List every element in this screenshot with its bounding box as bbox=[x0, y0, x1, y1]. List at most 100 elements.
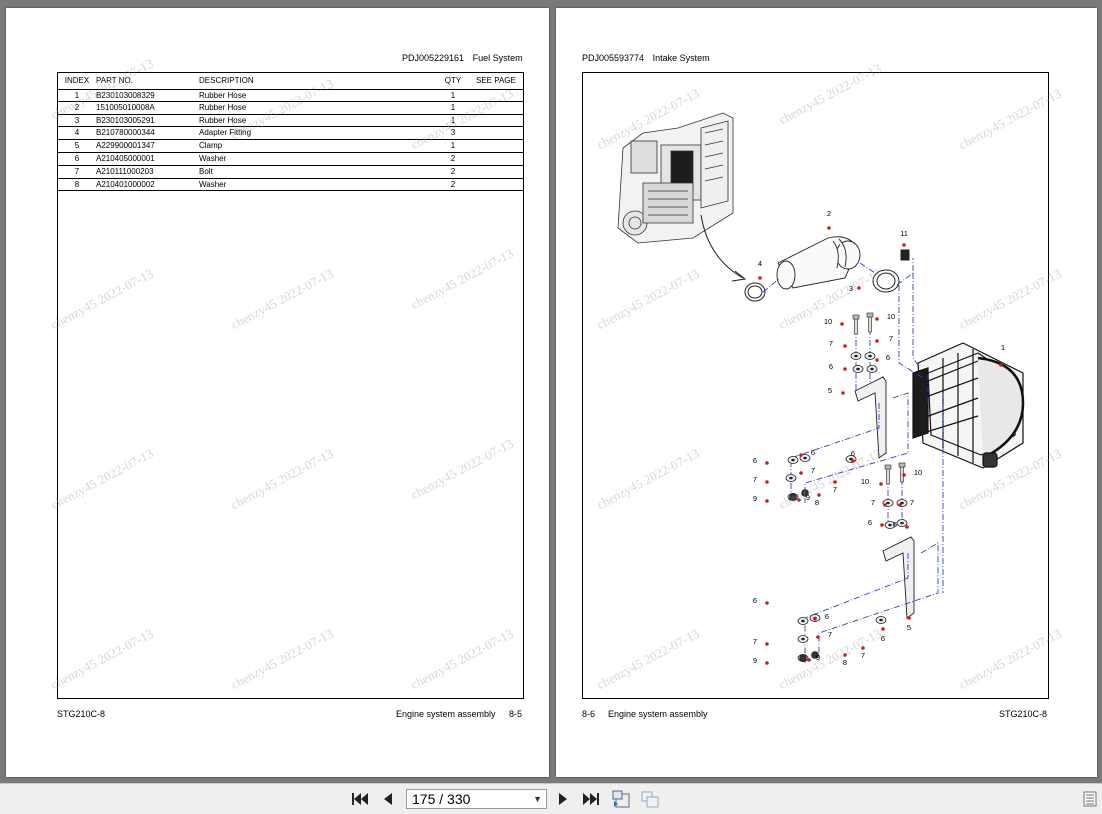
last-page-icon[interactable] bbox=[581, 789, 601, 809]
callout-dot bbox=[875, 358, 879, 362]
callout-dot bbox=[861, 646, 865, 650]
page-number-select[interactable]: 175 / 330 ▼ bbox=[406, 789, 547, 809]
callout-dot bbox=[851, 459, 855, 463]
callout-number: 7 bbox=[889, 334, 893, 343]
cell-index: 4 bbox=[74, 128, 80, 138]
callout-number: 8 bbox=[815, 498, 819, 507]
chevron-down-icon: ▼ bbox=[533, 794, 542, 804]
washer-part bbox=[866, 365, 878, 373]
callout-dot bbox=[813, 617, 817, 621]
callout-dot bbox=[902, 243, 906, 247]
parts-table-frame: INDEX PART NO. DESCRIPTION QTY SEE PAGE … bbox=[57, 72, 524, 699]
callout-dot bbox=[843, 344, 847, 348]
air-cleaner-part bbox=[912, 342, 1025, 469]
callout-dot bbox=[816, 635, 820, 639]
callout-number: 3 bbox=[849, 284, 853, 293]
callout-dot bbox=[841, 391, 845, 395]
callout-dot bbox=[898, 503, 902, 507]
cell-description: Bolt bbox=[199, 166, 213, 176]
callout-dot bbox=[907, 616, 911, 620]
callout-number: 6 bbox=[753, 596, 757, 605]
washer-part bbox=[864, 352, 876, 360]
cell-index: 6 bbox=[74, 154, 80, 163]
nut-part bbox=[799, 654, 807, 662]
washer-part bbox=[884, 521, 896, 529]
callout-number: 7 bbox=[811, 466, 815, 475]
cell-description: Washer bbox=[199, 179, 227, 189]
left-page-header: PDJ005229161 Fuel System bbox=[402, 53, 523, 63]
first-page-icon[interactable] bbox=[350, 789, 370, 809]
two-page-icon[interactable] bbox=[640, 789, 660, 809]
next-page-icon[interactable] bbox=[553, 789, 573, 809]
menu-icon[interactable] bbox=[1080, 789, 1100, 809]
callout-number: 6 bbox=[829, 362, 833, 371]
callout-number: 7 bbox=[829, 339, 833, 348]
left-header-title: Fuel System bbox=[472, 53, 523, 63]
callout-dot bbox=[799, 453, 803, 457]
fit-page-icon[interactable] bbox=[611, 789, 631, 809]
callout-dot bbox=[765, 642, 769, 646]
callout-number: 9 bbox=[806, 493, 810, 502]
callout-number: 9 bbox=[753, 656, 757, 665]
callout-dot bbox=[827, 226, 831, 230]
left-header-code: PDJ005229161 bbox=[402, 53, 465, 63]
washer-part bbox=[875, 616, 887, 624]
callout-number: 7 bbox=[753, 475, 757, 484]
cell-index: 2 bbox=[74, 102, 80, 112]
cell-description: Rubber Hose bbox=[199, 115, 247, 125]
right-header-code: PDJ005593774 bbox=[582, 53, 645, 63]
right-header-title: Intake System bbox=[652, 53, 710, 63]
cell-qty: 1 bbox=[450, 115, 456, 125]
col-part-no: PART NO. bbox=[96, 76, 133, 85]
leader-line bbox=[804, 553, 909, 663]
viewer-toolbar: 175 / 330 ▼ bbox=[0, 783, 1102, 814]
callout-dot bbox=[999, 363, 1003, 367]
callout-dot bbox=[840, 322, 844, 326]
callout-dot bbox=[765, 461, 769, 465]
washer-part bbox=[896, 519, 908, 527]
callout-dot bbox=[875, 339, 879, 343]
bolt-part bbox=[852, 314, 860, 335]
cell-qty: 3 bbox=[450, 128, 456, 138]
callout-dot bbox=[875, 317, 879, 321]
leader-line bbox=[762, 278, 780, 293]
callout-dot bbox=[881, 627, 885, 631]
cell-part-no: 151005010008A bbox=[96, 102, 155, 112]
prev-page-icon[interactable] bbox=[378, 789, 398, 809]
callout-number: 10 bbox=[914, 468, 922, 477]
right-footer-page: 8-6 bbox=[582, 709, 596, 719]
callout-number: 2 bbox=[827, 209, 831, 218]
callout-number: 6 bbox=[825, 612, 829, 621]
leader-line bbox=[804, 392, 909, 503]
left-footer-section: Engine system assembly bbox=[396, 709, 496, 719]
right-page-header: PDJ005593774 Intake System bbox=[582, 53, 710, 63]
parts-table-header: INDEX PART NO. DESCRIPTION QTY SEE PAGE bbox=[58, 73, 523, 89]
left-page: PDJ005229161 Fuel System INDEX PART NO. … bbox=[6, 8, 549, 777]
callout-number: 1 bbox=[1001, 343, 1005, 352]
washer-part bbox=[797, 635, 809, 643]
cell-part-no: A210111000203 bbox=[96, 166, 154, 176]
cell-index: 7 bbox=[74, 166, 80, 176]
cell-qty: 1 bbox=[450, 91, 456, 100]
callout-dot bbox=[758, 276, 762, 280]
col-description: DESCRIPTION bbox=[199, 76, 254, 85]
callout-dot bbox=[843, 653, 847, 657]
callout-dot bbox=[765, 661, 769, 665]
right-page: PDJ005593774 Intake System bbox=[556, 8, 1097, 777]
callout-dot bbox=[857, 286, 861, 290]
callout-dot bbox=[765, 480, 769, 484]
bracket-upper-part bbox=[854, 376, 887, 459]
cell-part-no: A210401000002 bbox=[96, 179, 155, 189]
callout-dot bbox=[799, 471, 803, 475]
callout-number: 7 bbox=[861, 651, 865, 660]
callout-number: 7 bbox=[828, 630, 832, 639]
cell-index: 3 bbox=[74, 115, 80, 125]
washer-part bbox=[852, 365, 864, 373]
washer-part bbox=[797, 617, 809, 625]
nut-part bbox=[789, 493, 797, 501]
cell-description: Clamp bbox=[199, 141, 223, 151]
right-footer-model: STG210C-8 bbox=[999, 709, 1048, 719]
